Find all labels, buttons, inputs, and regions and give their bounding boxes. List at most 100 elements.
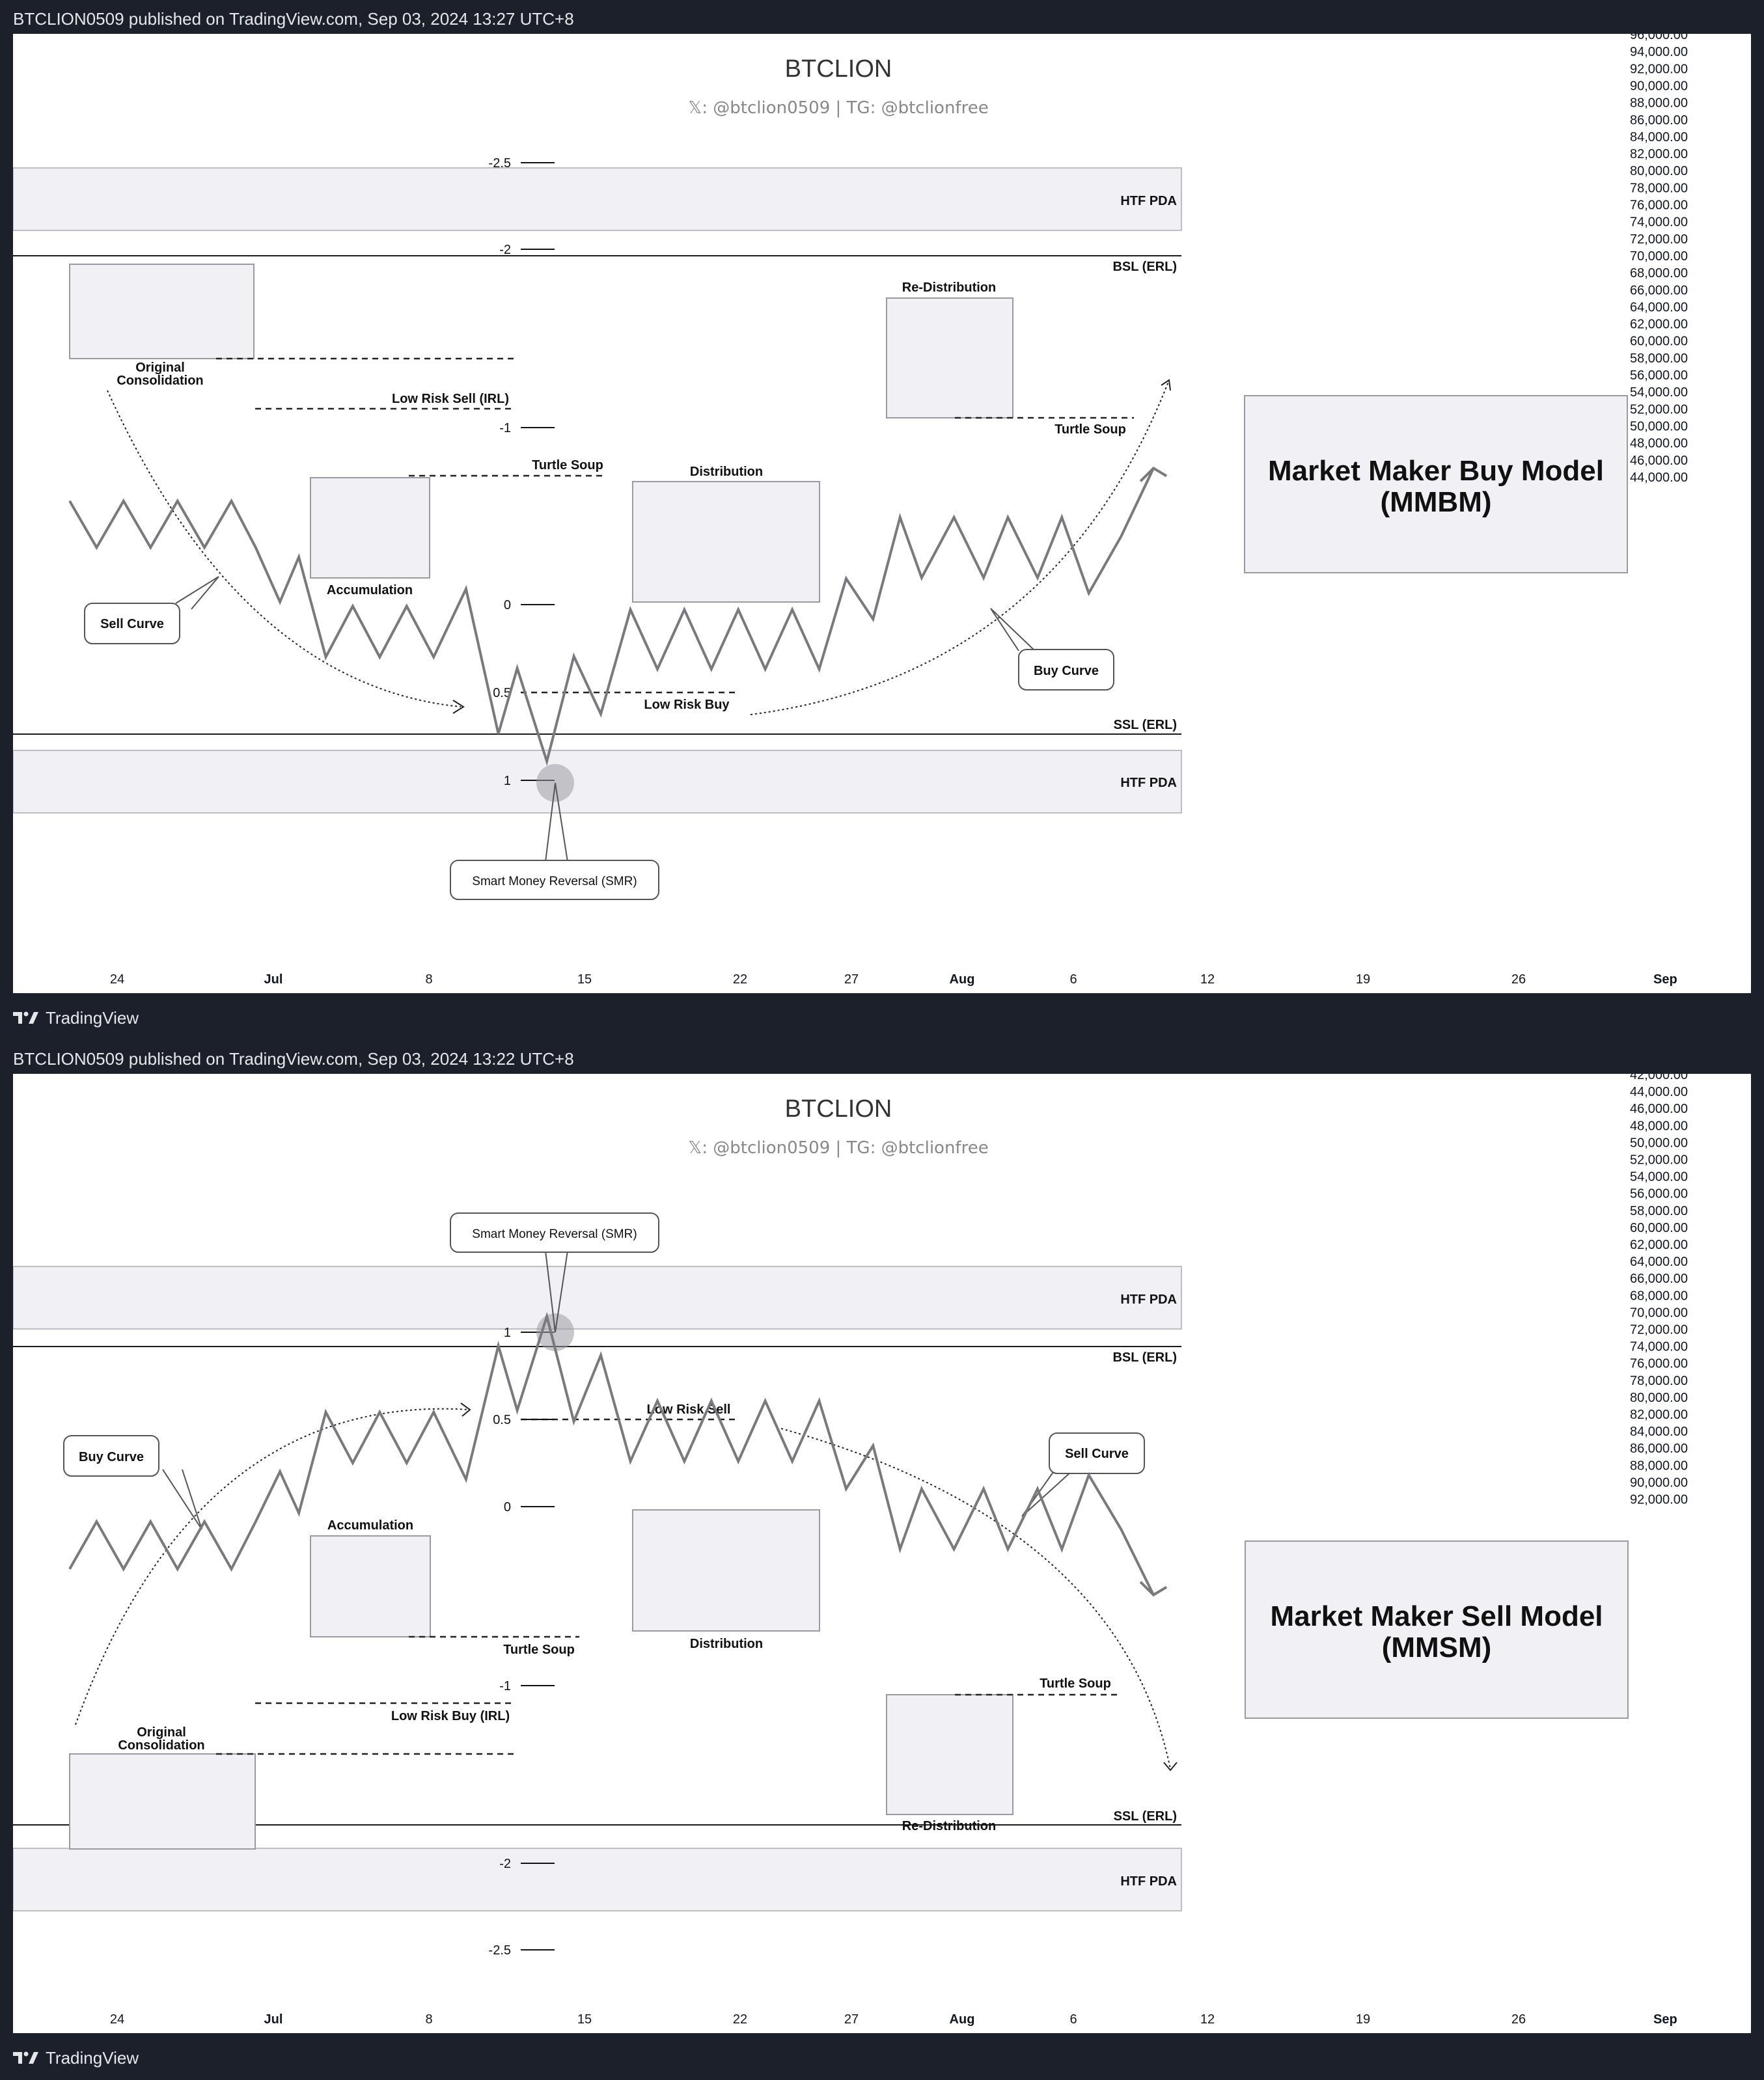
x-tick-label: 12 <box>1200 2012 1215 2027</box>
y-tick-label: 66,000.00 <box>1630 1272 1688 1286</box>
model-label-line1: Market Maker Buy Model <box>1268 455 1604 487</box>
chart-panel-sell-model: BTCLION0509 published on TradingView.com… <box>0 1040 1764 2080</box>
y-tick-label: 82,000.00 <box>1630 1408 1688 1422</box>
y-tick-label: 54,000.00 <box>1630 385 1688 400</box>
smr-callout-label: Smart Money Reversal (SMR) <box>472 1227 637 1241</box>
x-tick-label: Aug <box>950 2012 975 2027</box>
original-consolidation-box <box>69 1753 256 1850</box>
distribution-label: Distribution <box>690 465 763 479</box>
y-tick-label: 82,000.00 <box>1630 147 1688 161</box>
y-tick-label: 60,000.00 <box>1630 1221 1688 1235</box>
x-tick-label: Jul <box>264 972 283 987</box>
x-tick-label: 12 <box>1200 972 1215 987</box>
y-tick-label: 46,000.00 <box>1630 454 1688 468</box>
y-tick-label: 72,000.00 <box>1630 1323 1688 1337</box>
bsl-label: BSL (ERL) <box>1112 260 1177 274</box>
y-tick-label: 50,000.00 <box>1630 419 1688 433</box>
chart-canvas: HTF PDA HTF PDA BSL (ERL) SSL (ERL) 1 0.… <box>13 1074 1688 2027</box>
tradingview-footer[interactable]: TradingView <box>13 1005 139 1031</box>
y-tick-label: 68,000.00 <box>1630 1289 1688 1303</box>
htf-pda-label-lower: HTF PDA <box>1120 1874 1177 1889</box>
smr-callout: Smart Money Reversal (SMR) <box>450 782 659 900</box>
tradingview-logo-icon <box>13 2051 38 2064</box>
distribution-label: Distribution <box>690 1637 763 1651</box>
buy-curve-callout-label: Buy Curve <box>79 1450 144 1464</box>
distribution-box <box>632 1509 820 1632</box>
chart-panel-buy-model: BTCLION0509 published on TradingView.com… <box>13 9 1751 1031</box>
fib-label-neg2: -2 <box>499 243 511 257</box>
re-distribution-label: Re-Distribution <box>902 1819 996 1833</box>
htf-pda-zone-upper <box>13 167 1182 231</box>
fib-label-0: 0 <box>504 1500 511 1514</box>
y-tick-label: 84,000.00 <box>1630 130 1688 144</box>
x-tick-label: 24 <box>110 972 124 987</box>
x-tick-label: Sep <box>1653 972 1677 987</box>
x-tick-label: Jul <box>264 2012 283 2027</box>
y-axis[interactable]: 42,000.0044,000.0046,000.0048,000.0050,0… <box>1630 1074 1688 1507</box>
original-consolidation-label-1: Original <box>137 1725 186 1740</box>
ssl-label: SSL (ERL) <box>1114 1809 1177 1824</box>
original-consolidation-label-1: Original <box>135 361 185 375</box>
x-tick-label: 26 <box>1511 972 1526 987</box>
chart-canvas: HTF PDA HTF PDA BSL (ERL) SSL (ERL) -2.5… <box>13 34 1688 987</box>
y-tick-label: 72,000.00 <box>1630 232 1688 247</box>
y-tick-label: 52,000.00 <box>1630 402 1688 417</box>
tradingview-footer[interactable]: TradingView <box>13 2045 139 2071</box>
x-tick-label: Sep <box>1653 2012 1677 2027</box>
distribution-box <box>632 481 820 603</box>
tradingview-brand: TradingView <box>46 1007 139 1028</box>
y-tick-label: 46,000.00 <box>1630 1102 1688 1116</box>
model-box <box>1245 1540 1629 1719</box>
y-tick-label: 80,000.00 <box>1630 164 1688 178</box>
fib-label-neg2: -2 <box>499 1857 511 1871</box>
y-tick-label: 66,000.00 <box>1630 283 1688 297</box>
y-tick-label: 90,000.00 <box>1630 79 1688 93</box>
fib-label-0-5: 0.5 <box>493 686 511 700</box>
sell-curve-arrowhead <box>1163 1762 1178 1772</box>
accumulation-box <box>310 1535 431 1637</box>
htf-pda-zone-upper <box>13 1266 1182 1330</box>
price-path-arrowhead <box>1139 466 1168 482</box>
x-tick-label: 22 <box>733 972 747 987</box>
sell-curve <box>780 1428 1171 1770</box>
chart-title: BTCLION <box>785 1095 892 1123</box>
y-tick-label: 62,000.00 <box>1630 318 1688 332</box>
y-tick-label: 74,000.00 <box>1630 1340 1688 1354</box>
sell-curve-arrowhead <box>452 700 465 714</box>
turtle-soup-label-1: Turtle Soup <box>532 458 603 472</box>
y-axis[interactable]: 96,000.0094,000.0092,000.0090,000.0088,0… <box>1630 34 1688 485</box>
price-path <box>68 467 1155 767</box>
fib-label-neg1: -1 <box>499 1679 511 1693</box>
y-tick-label: 76,000.00 <box>1630 1357 1688 1371</box>
chart-area[interactable]: HTF PDA HTF PDA BSL (ERL) SSL (ERL) 1 0.… <box>13 1074 1751 2033</box>
chart-area[interactable]: HTF PDA HTF PDA BSL (ERL) SSL (ERL) -2.5… <box>13 34 1751 993</box>
y-tick-label: 86,000.00 <box>1630 113 1688 128</box>
htf-pda-zone-lower <box>13 750 1182 814</box>
x-tick-label: Aug <box>950 972 975 987</box>
x-tick-label: 6 <box>1069 2012 1077 2027</box>
fib-label-neg1: -1 <box>499 421 511 435</box>
x-tick-label: 15 <box>577 972 592 987</box>
ssl-label: SSL (ERL) <box>1114 718 1177 732</box>
y-tick-label: 48,000.00 <box>1630 1119 1688 1133</box>
y-tick-label: 96,000.00 <box>1630 34 1688 42</box>
price-path-arrowhead <box>1139 1581 1168 1597</box>
fib-label-neg2-5: -2.5 <box>489 156 511 171</box>
y-tick-label: 78,000.00 <box>1630 1374 1688 1388</box>
y-tick-label: 86,000.00 <box>1630 1442 1688 1456</box>
htf-pda-label-upper: HTF PDA <box>1120 194 1177 208</box>
buy-curve-callout: Buy Curve <box>990 608 1114 691</box>
x-tick-label: 8 <box>425 2012 432 2027</box>
buy-curve-callout-label: Buy Curve <box>1034 664 1099 678</box>
buy-curve-arrowhead <box>1161 379 1171 391</box>
re-distribution-box <box>886 297 1013 418</box>
buy-curve-callout: Buy Curve <box>63 1435 202 1530</box>
sell-curve <box>107 390 462 707</box>
x-tick-label: 6 <box>1069 972 1077 987</box>
fib-label-0: 0 <box>504 598 511 612</box>
accumulation-label: Accumulation <box>327 583 413 597</box>
fib-label-0-5: 0.5 <box>493 1413 511 1427</box>
sell-curve-callout-label: Sell Curve <box>100 617 164 631</box>
